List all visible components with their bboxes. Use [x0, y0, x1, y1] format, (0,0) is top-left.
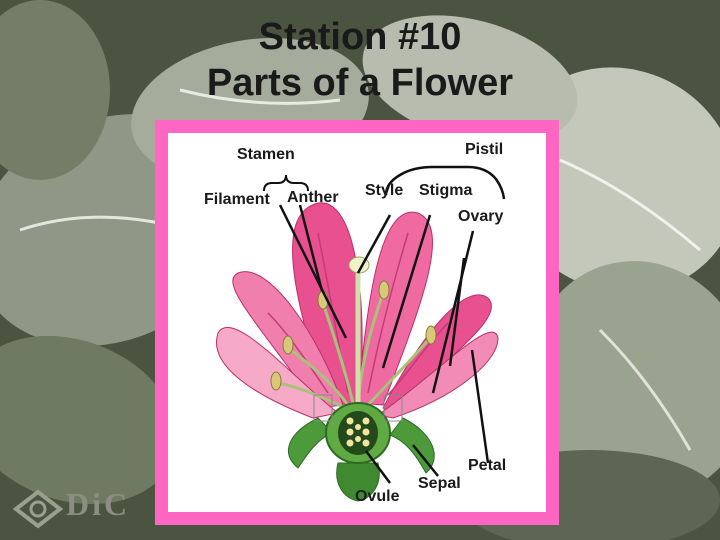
logo-emblem-icon [12, 489, 64, 529]
title-line-2: Parts of a Flower [206, 62, 514, 104]
slide-title: Station #10 Parts of a Flower [0, 14, 720, 106]
title-line-1: Station #10 [258, 16, 462, 58]
pistil-bracket [384, 165, 506, 200]
label-style: Style [365, 182, 404, 199]
stamen-bracket [263, 174, 309, 192]
label-sepal: Sepal [418, 475, 461, 492]
label-anther: Anther [287, 189, 339, 206]
flower-illustration [216, 165, 506, 502]
flower-diagram: Stamen Pistil Filament Anther Style Stig… [168, 133, 546, 512]
diagram-frame: Stamen Pistil Filament Anther Style Stig… [155, 120, 559, 525]
label-filament: Filament [204, 191, 270, 208]
logo-text: DiC [66, 486, 131, 522]
label-stigma: Stigma [419, 182, 473, 199]
label-ovary: Ovary [458, 208, 504, 225]
label-petal: Petal [468, 457, 507, 474]
label-ovule: Ovule [355, 488, 400, 505]
label-pistil: Pistil [465, 141, 504, 158]
label-stamen: Stamen [237, 146, 295, 163]
